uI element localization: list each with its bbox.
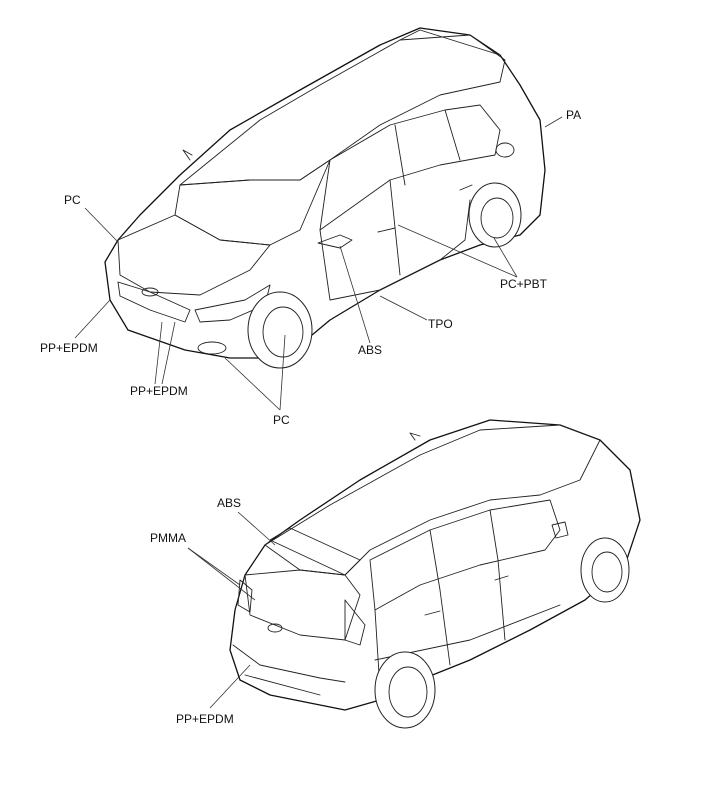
label-pc-hood: PC	[64, 193, 81, 207]
label-tpo: TPO	[428, 317, 453, 331]
label-pmma: PMMA	[150, 531, 186, 545]
label-pp-epdm-front-bumper: PP+EPDM	[40, 341, 98, 355]
rear-car-illustration	[229, 419, 641, 729]
label-abs-mirror: ABS	[358, 343, 382, 357]
front-car-illustration	[104, 27, 546, 369]
label-pc-pbt: PC+PBT	[500, 277, 548, 291]
label-pa: PA	[566, 108, 581, 122]
label-pp-epdm-rear-bumper: PP+EPDM	[176, 712, 234, 726]
front-view-labels: PA PC PC+PBT TPO PP+EPDM ABS PP+EPDM PC	[40, 108, 581, 427]
label-pc-lamps: PC	[273, 413, 290, 427]
label-pp-epdm-grille: PP+EPDM	[130, 384, 188, 398]
front-leader-lines	[74, 116, 563, 411]
rear-view-labels: ABS PMMA PP+EPDM	[150, 496, 241, 726]
label-abs-spoiler: ABS	[217, 496, 241, 510]
rear-leader-lines	[187, 511, 276, 709]
